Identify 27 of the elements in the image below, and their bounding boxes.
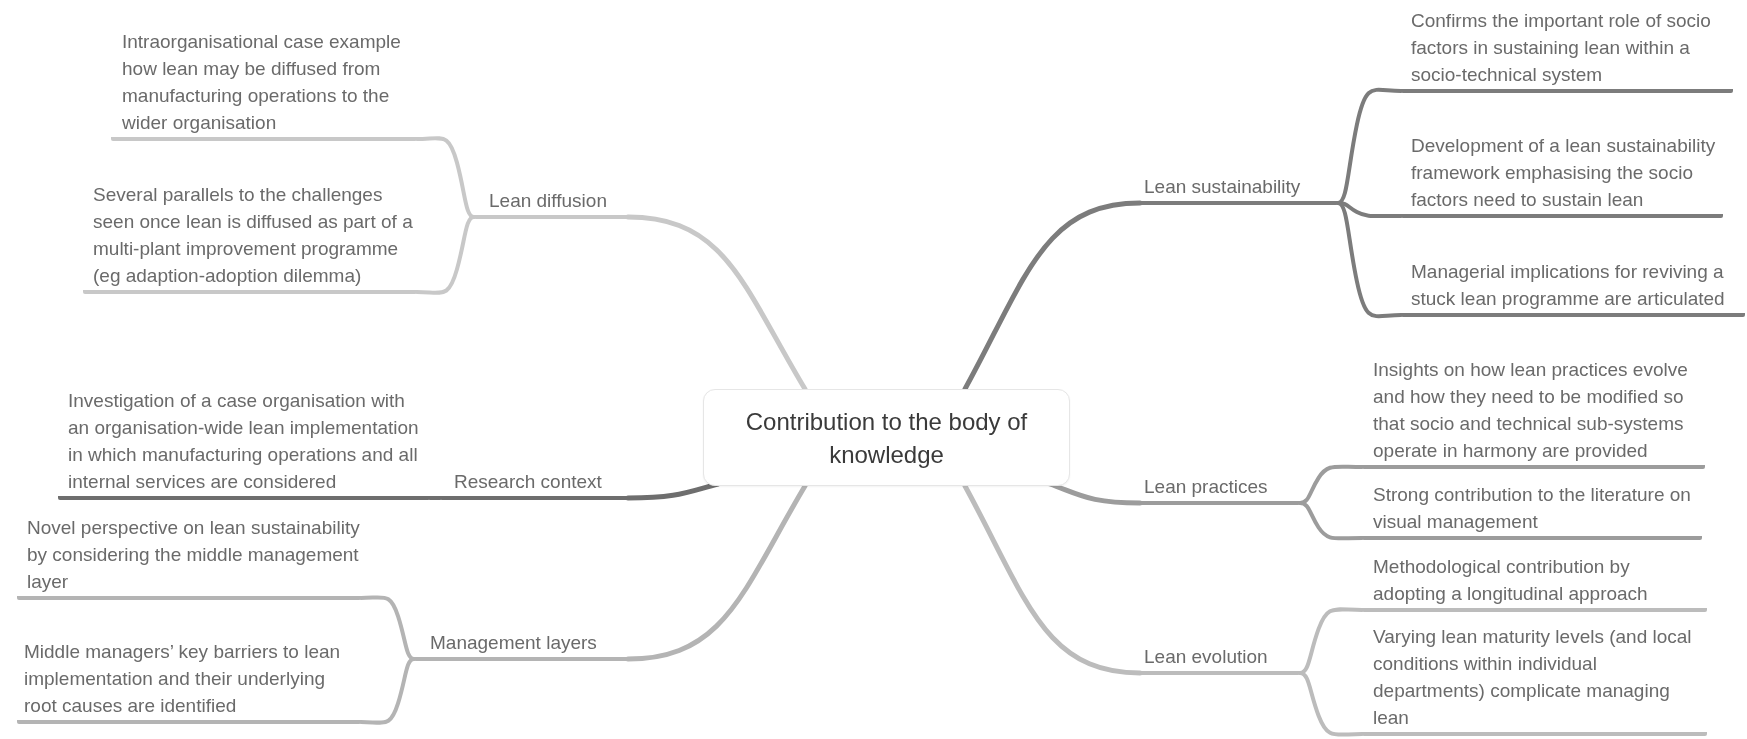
branch-line	[1298, 501, 1364, 541]
branch-line	[415, 136, 476, 219]
central-topic-box	[703, 389, 1070, 486]
topic-text: Research context	[454, 470, 602, 494]
topic-text: Several parallels to the challenges seen once lean is diffused as part of a multi-plant improvement programme (eg adaption-adoption dilemma)	[93, 183, 414, 288]
branch-line	[415, 215, 476, 295]
topic-text: Investigation of a case organisation with an organisation-wide lean implementation in which manufacturing operations and all internal services are considered	[68, 389, 420, 494]
topic-text: Lean practices	[1144, 475, 1268, 499]
topic-text: Methodological contribution by adopting a longitudinal approach	[1373, 555, 1649, 606]
branch-line	[359, 657, 416, 725]
topic-text: Insights on how lean practices evolve and how they need to be modified so that socio and technical sub-systems operate in harmony are provided	[1373, 358, 1689, 463]
topic-text: Development of a lean sustainability framework emphasising the socio factors need to sustain lean	[1411, 134, 1717, 212]
branch-line	[359, 595, 416, 661]
topic-text: Lean sustainability	[1144, 175, 1301, 199]
branch-line	[1298, 671, 1364, 737]
topic-text: Strong contribution to the literature on visual management	[1373, 483, 1692, 534]
topic-text: Novel perspective on lean sustainability by considering the middle management layer	[27, 516, 361, 594]
topic-text: Intraorganisational case example how lean may be diffused from manufacturing operations to the wider organisation	[122, 30, 402, 135]
topic-text: Lean diffusion	[489, 189, 607, 213]
branch-line	[428, 496, 442, 500]
topic-text: Middle managers’ key barriers to lean implementation and their underlying root causes are identified	[24, 640, 342, 718]
topic-text: Managerial implications for reviving a stuck lean programme are articulated	[1411, 260, 1726, 311]
central-topic-text: Contribution to the body of knowledge	[744, 406, 1029, 470]
topic-text: Varying lean maturity levels (and local conditions within individual departments) complicate managing lean	[1373, 625, 1693, 730]
topic-text: Management layers	[430, 631, 597, 655]
topic-text: Confirms the important role of socio factors in sustaining lean within a socio-technical system	[1411, 9, 1712, 87]
topic-text: Lean evolution	[1144, 645, 1268, 669]
